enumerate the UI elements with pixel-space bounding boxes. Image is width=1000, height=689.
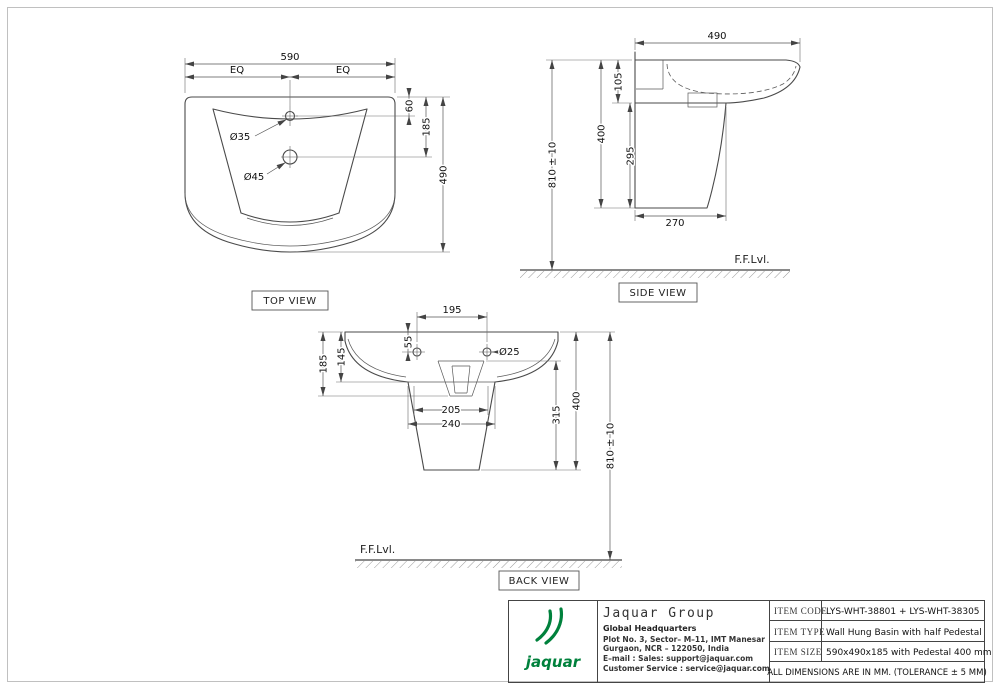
jaquar-logo-leaf: [535, 609, 553, 642]
item-size-label: ITEM SIZE: [774, 647, 822, 657]
floor-label: F.F.Lvl.: [734, 253, 769, 266]
view-label: TOP VIEW: [262, 296, 316, 307]
view-label-box: [498, 570, 580, 591]
view-label: SIDE VIEW: [630, 288, 687, 299]
drain-hole-centerlines: [281, 146, 299, 168]
pedestal-left-edge: [407, 381, 425, 471]
tap-hole-centerlines: [282, 106, 298, 126]
dim-label: 195: [442, 305, 461, 316]
bowl-bottom-inner: [246, 217, 334, 226]
basin-inner-rim: [184, 192, 396, 247]
dim-label: 490: [439, 165, 450, 184]
dim-label: 810 ± 10: [606, 423, 617, 470]
dim-label: 105: [614, 72, 625, 91]
sheet-border: [7, 7, 993, 682]
hole-centerlines: [409, 344, 495, 360]
waste-cover: [687, 92, 718, 108]
bowl-hidden-line: [666, 63, 797, 95]
leader-line: [266, 162, 286, 175]
leader-line: [254, 119, 287, 137]
back-view: 195 55 Ø25 145 185 205 240 315 400 810 ±…: [317, 304, 622, 591]
floor-label: F.F.Lvl.: [360, 543, 395, 556]
dim-label: 490: [707, 31, 726, 42]
customer-service-line: Customer Service : service@jaquar.com: [603, 664, 770, 673]
jaquar-logo-leaf: [544, 607, 564, 645]
item-code-value: LYS-WHT-38801 + LYS-WHT-38305: [826, 607, 980, 617]
extension-line: [634, 107, 727, 221]
headquarters-label: Global Headquarters: [603, 624, 697, 633]
dim-label: 315: [552, 405, 563, 424]
extension-line: [407, 386, 496, 429]
dim-label: 185: [422, 117, 433, 136]
view-label: BACK VIEW: [509, 576, 570, 587]
extension-line: [318, 331, 448, 397]
dim-label: 590: [280, 52, 299, 63]
floor-hatch: [355, 561, 622, 568]
bowl-right-edge: [338, 108, 368, 214]
address-line: Plot No. 3, Sector– M–11, IMT Manesar: [603, 635, 765, 644]
extension-line: [296, 96, 450, 253]
dim-label: 240: [441, 419, 460, 430]
view-label-box: [251, 290, 329, 311]
dim-label: 295: [626, 146, 637, 165]
dim-label: 60: [405, 100, 416, 113]
floor-hatch: [520, 271, 790, 278]
dim-label: 400: [572, 391, 583, 410]
dim-label: EQ: [230, 65, 244, 76]
tap-deck-edge: [636, 60, 664, 90]
dim-label: 205: [441, 405, 460, 416]
extension-line: [481, 331, 615, 471]
title-block-grid: [597, 600, 985, 683]
dim-label: 185: [319, 354, 330, 373]
dim-label: Ø45: [244, 171, 265, 183]
basin-left-curve-inner: [347, 338, 407, 378]
email-line: E–mail : Sales: support@jaquar.com: [603, 654, 753, 663]
bowl-left-edge: [212, 108, 242, 214]
company-name: Jaquar Group: [603, 606, 715, 621]
side-view: 490 105 295 400 810 ± 10 270 F.F.Lvl. SI…: [520, 30, 801, 303]
extension-line: [634, 38, 801, 62]
view-label-box: [618, 282, 698, 303]
basin-right-curve: [494, 340, 559, 383]
jaquar-logo-wordmark: jaquar: [524, 653, 582, 671]
dim-label: 145: [337, 347, 348, 366]
bowl-bottom-edge: [240, 212, 340, 223]
top-view: 590 EQ EQ 60 185 490 Ø35 Ø45 TOP VIEW: [184, 51, 451, 311]
item-type-label: ITEM TYPE: [774, 627, 825, 637]
dimensions-note: ALL DIMENSIONS ARE IN MM. (TOLERANCE ± 5…: [767, 668, 987, 678]
basin-left-curve: [344, 340, 409, 383]
item-size-value: 590x490x185 with Pedestal 400 mm: [826, 648, 992, 658]
address-line: Gurgaon, NCR – 122050, India: [603, 644, 729, 653]
dim-label: 270: [665, 218, 684, 229]
dim-label: 400: [597, 124, 608, 143]
extension-line: [416, 312, 488, 342]
title-block: jaquar Jaquar Group Global Headquarters …: [508, 600, 992, 683]
dim-label: EQ: [336, 65, 350, 76]
item-type-value: Wall Hung Basin with half Pedestal: [826, 628, 982, 638]
drain-trap: [451, 365, 471, 394]
drain-recess: [437, 360, 485, 397]
dim-label: 810 ± 10: [548, 142, 559, 189]
basin-profile-top: [634, 59, 801, 68]
pedestal-right-edge: [478, 381, 496, 471]
item-code-label: ITEM CODE: [774, 606, 827, 616]
basin-profile-underside: [634, 66, 801, 104]
dim-label: 55: [404, 336, 415, 349]
basin-right-curve-inner: [496, 338, 556, 378]
dim-label: Ø35: [230, 131, 251, 143]
dim-label: Ø25: [499, 346, 520, 358]
pedestal-profile: [634, 102, 727, 209]
basin-outline: [184, 96, 396, 253]
